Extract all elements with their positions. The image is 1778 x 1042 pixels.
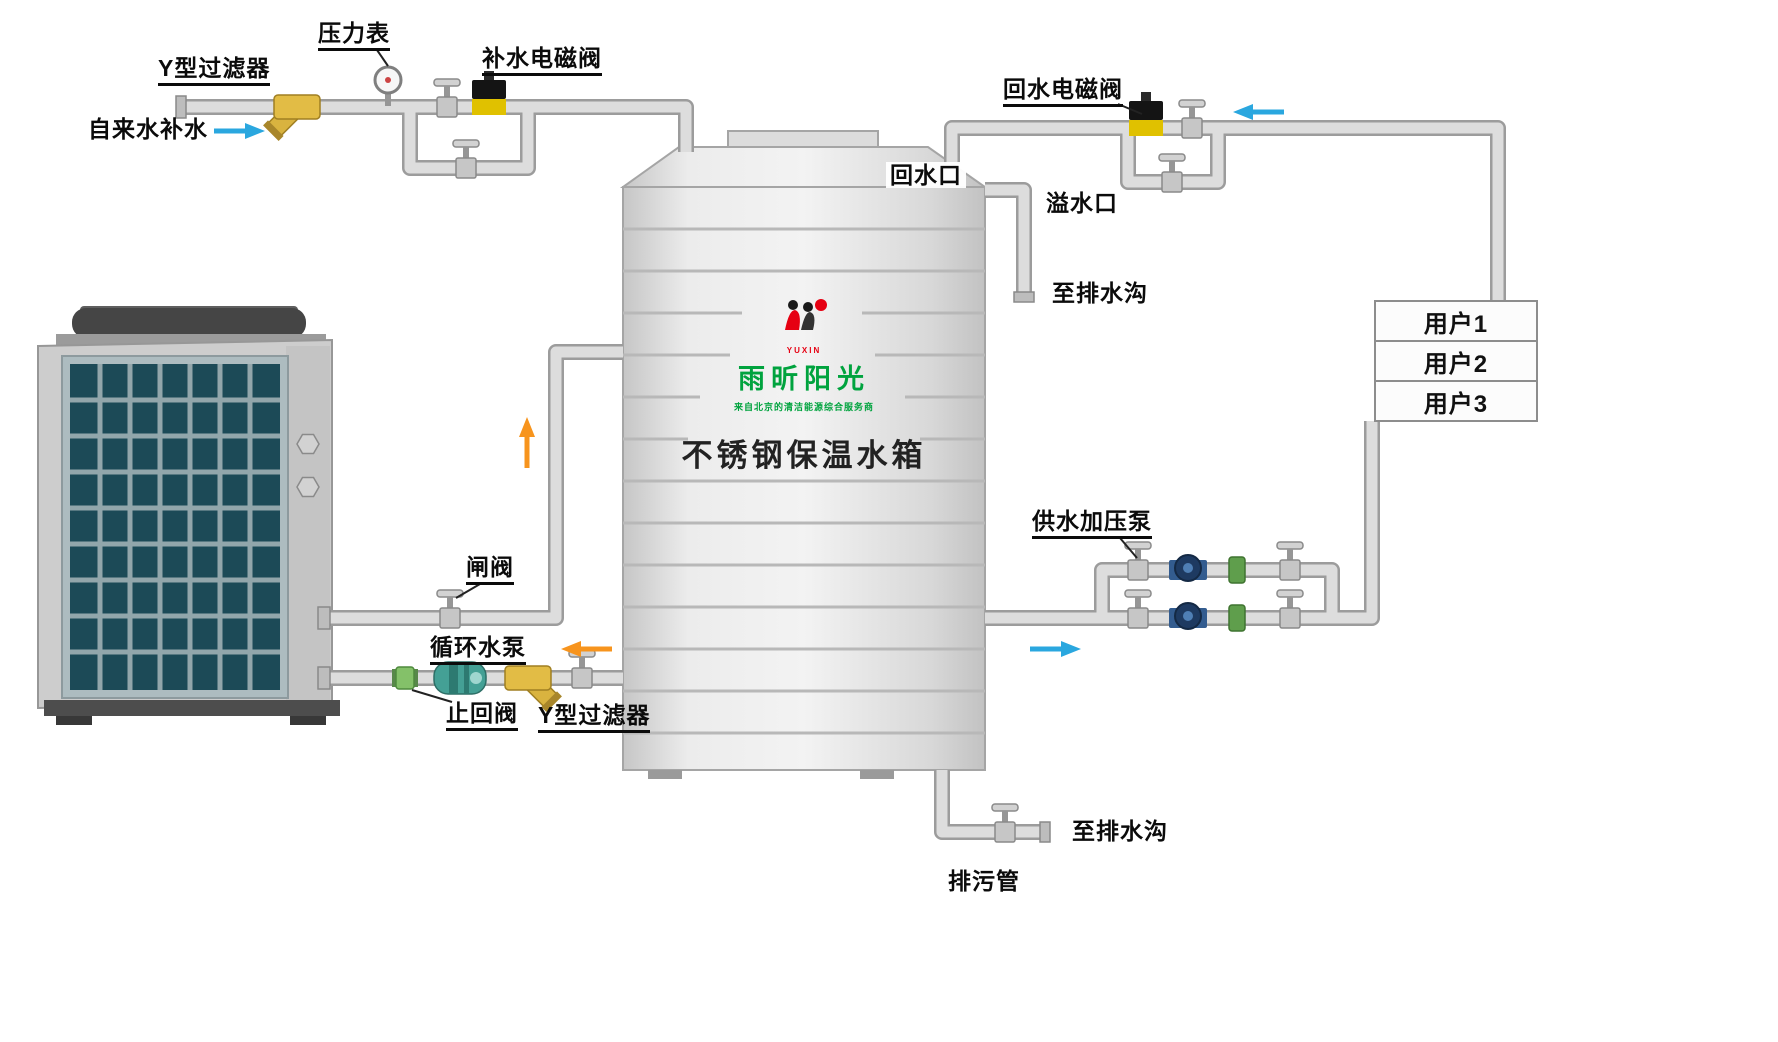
label-return-solenoid: 回水电磁阀 — [1003, 76, 1123, 108]
label-to-drain-right: 至排水沟 — [1052, 280, 1148, 306]
label-booster-pump: 供水加压泵 — [1032, 508, 1152, 540]
equipment — [262, 65, 1304, 843]
pressure-gauge-part — [373, 65, 403, 106]
brand-name: 雨昕阳光 — [738, 364, 870, 394]
booster-pump-top — [1168, 554, 1208, 582]
brand-logo-text: YUXIN — [786, 346, 822, 355]
booster-bottom-valve-right — [1276, 589, 1304, 629]
user-box-3: 用户3 — [1374, 380, 1538, 422]
label-to-drain-bottom: 至排水沟 — [1072, 818, 1168, 844]
check-valve-part — [391, 666, 419, 690]
brand-tagline: 来自北京的清洁能源综合服务商 — [733, 402, 874, 412]
label-gate-valve: 闸阀 — [466, 554, 514, 586]
tank-inlet-valve — [568, 649, 596, 689]
tank-bands — [623, 227, 985, 735]
label-overflow-port: 溢水口 — [1046, 190, 1118, 216]
label-drain-pipe: 排污管 — [948, 868, 1020, 894]
water-tank — [619, 130, 989, 779]
label-y-filter-bottom: Y型过滤器 — [538, 702, 651, 734]
drain-valve — [991, 803, 1019, 843]
label-return-port: 回水口 — [886, 162, 966, 189]
hex-bolt-icon — [296, 433, 320, 455]
return-line-valve — [1178, 99, 1206, 139]
circulation-pump-part — [433, 661, 487, 695]
heat-pump-unit — [37, 306, 340, 725]
pipe-joints — [175, 95, 1051, 843]
makeup-line-valve — [433, 78, 461, 118]
user-box-2: 用户2 — [1374, 340, 1538, 382]
leader-lines — [376, 49, 1143, 703]
booster-top-green-valve — [1228, 556, 1246, 584]
brand-logo-icon — [785, 299, 827, 330]
return-bypass-valve — [1158, 153, 1186, 193]
tank-title: 不锈钢保温水箱 — [681, 438, 927, 473]
heat-pump-coil-panel — [70, 364, 280, 690]
makeup-bypass-valve — [452, 139, 480, 179]
return-solenoid-valve — [1129, 92, 1163, 136]
label-tap-water: 自来水补水 — [88, 116, 208, 142]
booster-pump-bottom — [1168, 602, 1208, 630]
flow-arrows — [214, 104, 1284, 657]
makeup-solenoid-valve — [472, 71, 506, 115]
label-makeup-solenoid: 补水电磁阀 — [482, 45, 602, 77]
hex-bolt-icon — [296, 476, 320, 498]
label-check-valve: 止回阀 — [446, 700, 518, 732]
booster-bottom-green-valve — [1228, 604, 1246, 632]
heat-pump-side-panel — [286, 346, 330, 700]
label-circulation-pump: 循环水泵 — [430, 634, 526, 666]
heat-pump-grid-lines — [70, 364, 280, 690]
booster-bottom-valve-left — [1124, 589, 1152, 629]
booster-top-valve-right — [1276, 541, 1304, 581]
label-pressure-gauge: 压力表 — [318, 20, 390, 52]
label-y-filter-top: Y型过滤器 — [158, 55, 271, 87]
brand-block: YUXIN 雨昕阳光 来自北京的清洁能源综合服务商 — [623, 296, 985, 413]
user-box-1: 用户1 — [1374, 300, 1538, 342]
